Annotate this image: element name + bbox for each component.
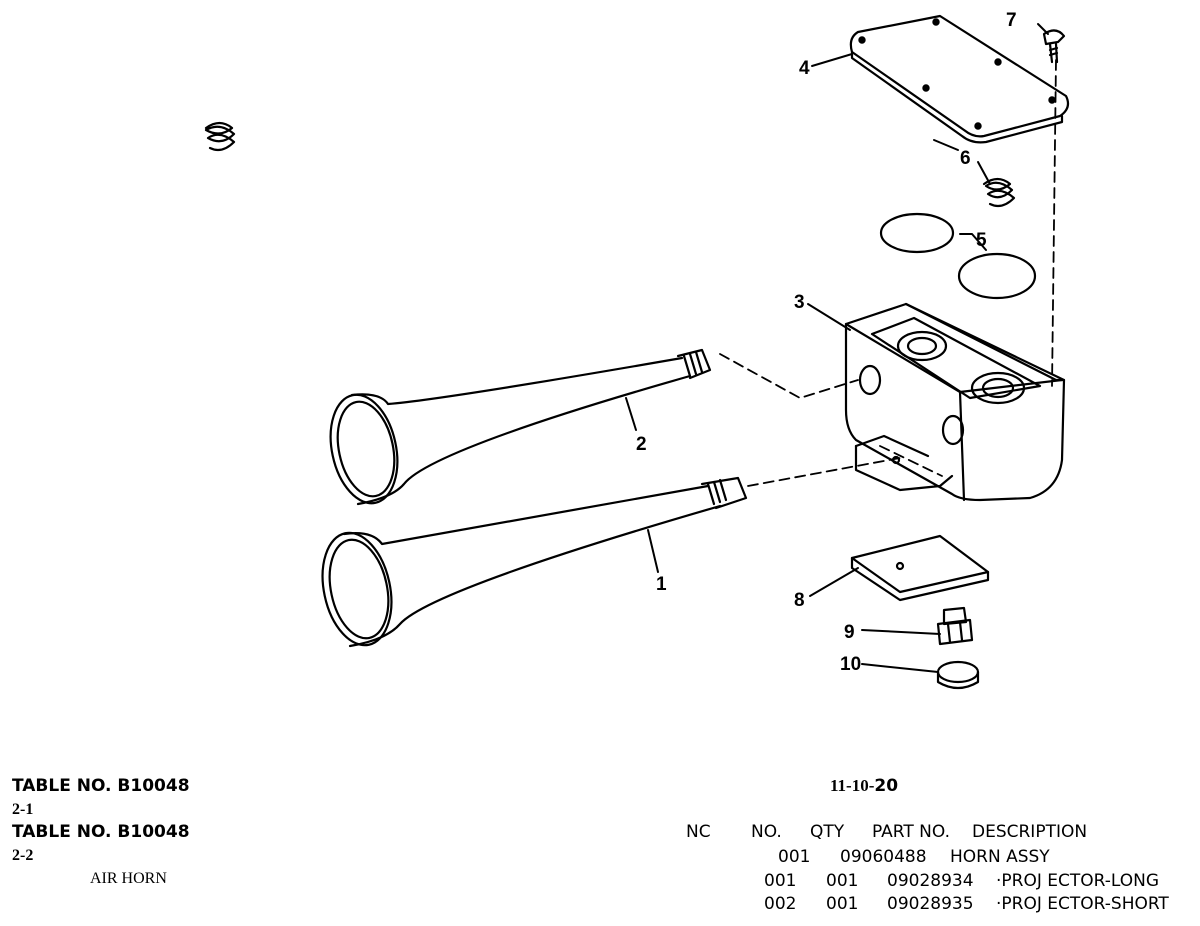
callout-5: 5 [976,230,987,251]
row-qty: 001 [826,894,859,914]
row-qty: 001 [826,871,859,891]
spring-lower [982,177,1016,208]
row-part-no: 09028935 [887,894,974,914]
row-description: ·PROJ ECTOR-LONG [996,871,1160,891]
nut [936,660,980,690]
bracket-plate [850,534,990,602]
row-no: 001 [764,871,797,891]
spring-upper [204,121,236,152]
row-description: ·PROJ ECTOR-SHORT [996,894,1169,914]
screw [1042,29,1066,64]
callout-4: 4 [799,58,810,79]
horn-body [844,302,1066,502]
row-no: 002 [764,894,797,914]
table-title-2: TABLE NO. B10048 [12,822,190,842]
table-sub-2: 2-2 [12,847,34,864]
cover-plate [849,14,1070,144]
callout-9: 9 [844,622,855,643]
callout-3: 3 [794,292,805,313]
item-name: AIR HORN [90,870,167,887]
callout-1: 1 [656,574,667,595]
page-reference: 11-10-20 [830,776,898,796]
diaphragm-lower [957,252,1037,300]
row-description: HORN ASSY [950,847,1050,867]
callout-7: 7 [1006,10,1017,31]
page-ref-prefix: 11-10- [830,776,875,795]
diaphragm-upper [879,212,955,254]
callout-10: 10 [840,654,861,675]
row-part-no: 09060488 [840,847,927,867]
header-qty: QTY [810,822,845,842]
row-part-no: 09028934 [887,871,974,891]
projector-long [321,476,748,648]
exploded-view-drawing: 4 7 6 5 3 2 1 8 9 10 [204,10,1070,690]
header-no: NO. [751,822,782,842]
projector-short [329,348,712,506]
table-sub-1: 2-1 [12,801,34,818]
header-nc: NC [686,822,711,842]
callout-8: 8 [794,590,805,611]
fitting [936,606,974,646]
header-description: DESCRIPTION [972,822,1088,842]
header-part-no: PART NO. [872,822,950,842]
page-ref-suffix: 20 [874,776,899,796]
table-title-1: TABLE NO. B10048 [12,776,190,796]
callout-2: 2 [636,434,647,455]
callout-6: 6 [960,148,971,169]
row-no: 001 [778,847,811,867]
